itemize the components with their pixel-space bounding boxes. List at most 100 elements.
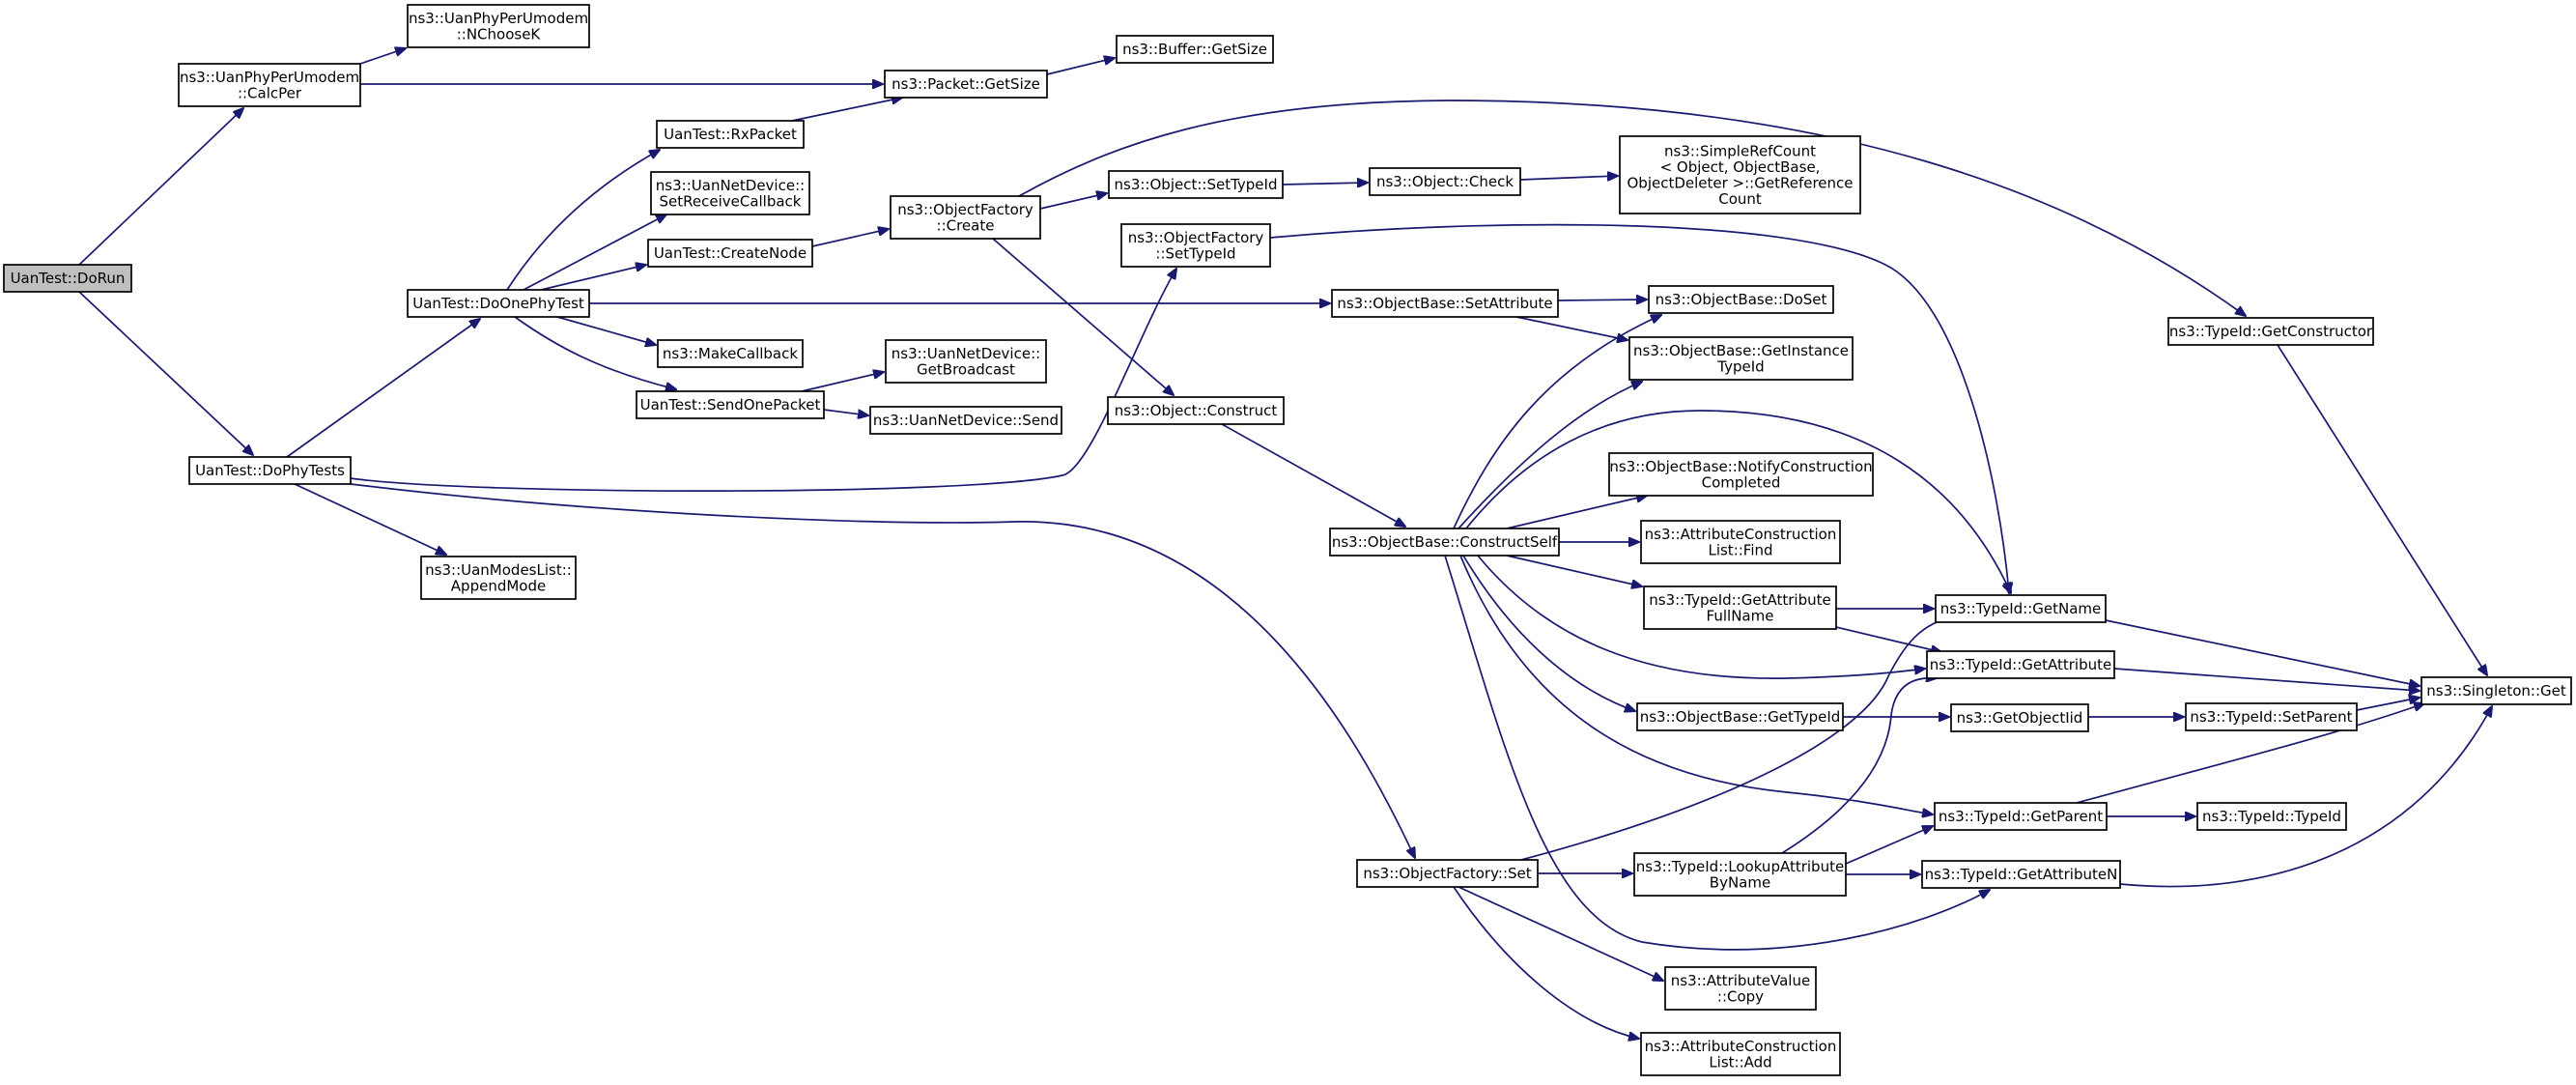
edge-ofset-to-acladd	[1453, 886, 1639, 1039]
node-objcheck[interactable]: ns3::Object::Check	[1369, 167, 1521, 196]
node-tidtypeid[interactable]: ns3::TypeId::TypeId	[2196, 802, 2347, 831]
node-packetgetsize[interactable]: ns3::Packet::GetSize	[884, 70, 1048, 99]
node-tidgetconstructor[interactable]: ns3::TypeId::GetConstructor	[2167, 317, 2374, 346]
node-nchoosek[interactable]: ns3::UanPhyPerUmodem::NChooseK	[407, 4, 590, 48]
node-setreceivecallback[interactable]: ns3::UanNetDevice::SetReceiveCallback	[650, 171, 810, 215]
node-calcper[interactable]: ns3::UanPhyPerUmodem::CalcPer	[178, 63, 361, 107]
edge-createnode-to-ofcreate	[811, 229, 889, 247]
node-label: ns3::Object::Construct	[1115, 402, 1278, 419]
edge-ofset-to-avcopy	[1458, 886, 1663, 981]
edge-layer	[78, 48, 2492, 1039]
node-label: Completed	[1702, 473, 1781, 491]
node-box	[1640, 520, 1841, 564]
node-tidgetattribute[interactable]: ns3::TypeId::GetAttribute	[1926, 650, 2115, 679]
node-ofset[interactable]: ns3::ObjectFactory::Set	[1356, 859, 1539, 888]
node-label: ns3::AttributeConstruction	[1645, 526, 1837, 543]
node-box	[2167, 317, 2374, 346]
node-box	[1643, 585, 1837, 630]
node-label: ns3::ObjectBase::NotifyConstruction	[1609, 458, 1872, 475]
node-label: ns3::GetObjectIid	[1957, 709, 2083, 727]
node-getobjectiid[interactable]: ns3::GetObjectIid	[1950, 703, 2089, 732]
node-box	[1619, 135, 1861, 214]
node-label: ::NChooseK	[457, 25, 542, 43]
edge-tidlookupattr-to-tidgetattribute	[1781, 678, 1937, 854]
edge-dophytests-to-appendmode	[294, 483, 446, 555]
node-objsettypeid[interactable]: ns3::Object::SetTypeId	[1108, 170, 1284, 199]
node-dophytests[interactable]: UanTest::DoPhyTests	[188, 456, 352, 485]
node-tidsetparent[interactable]: ns3::TypeId::SetParent	[2185, 702, 2358, 731]
node-box	[188, 456, 352, 485]
node-label: Count	[1718, 190, 1762, 208]
node-box	[1633, 852, 1847, 897]
node-label: UanTest::DoOnePhyTest	[412, 295, 584, 312]
node-ofsettypeid[interactable]: ns3::ObjectFactory::SetTypeId	[1120, 223, 1271, 268]
node-box	[1108, 170, 1284, 199]
node-label: ns3::ObjectBase::ConstructSelf	[1332, 533, 1558, 551]
node-box	[656, 120, 805, 149]
node-buffergetsize[interactable]: ns3::Buffer::GetSize	[1116, 35, 1274, 64]
node-label: ns3::TypeId::LookupAttribute	[1636, 858, 1844, 875]
node-sendonepacket[interactable]: UanTest::SendOnePacket	[636, 390, 825, 419]
node-objconstruct[interactable]: ns3::Object::Construct	[1107, 396, 1285, 425]
node-avcopy[interactable]: ns3::AttributeValue::Copy	[1664, 966, 1817, 1011]
node-obgettypeid[interactable]: ns3::ObjectBase::GetTypeId	[1636, 702, 1844, 731]
node-tidgetname[interactable]: ns3::TypeId::GetName	[1935, 594, 2107, 623]
node-label: ns3::ObjectFactory::Set	[1363, 865, 1531, 882]
node-appendmode[interactable]: ns3::UanModesList::AppendMode	[420, 556, 577, 600]
edge-obconstructself-to-tidgetname	[1465, 410, 2011, 593]
node-label: ns3::UanPhyPerUmodem	[409, 10, 588, 27]
node-simplerefcount[interactable]: ns3::SimpleRefCount< Object, ObjectBase,…	[1619, 135, 1861, 214]
node-box	[178, 63, 361, 107]
node-getbroadcast[interactable]: ns3::UanNetDevice::GetBroadcast	[885, 339, 1047, 384]
node-label: ::SetTypeId	[1155, 244, 1235, 262]
edge-obconstructself-to-obgettypeid	[1462, 555, 1635, 711]
node-box	[2185, 702, 2358, 731]
node-rxpacket[interactable]: UanTest::RxPacket	[656, 120, 805, 149]
node-label: ns3::Object::SetTypeId	[1115, 176, 1278, 193]
node-box	[1120, 223, 1271, 268]
node-obconstructself[interactable]: ns3::ObjectBase::ConstructSelf	[1329, 528, 1560, 557]
node-ofcreate[interactable]: ns3::ObjectFactory::Create	[890, 195, 1041, 240]
edge-doonephytest-to-setreceivecallback	[523, 214, 666, 291]
node-box	[1926, 650, 2115, 679]
edge-rxpacket-to-packetgetsize	[791, 98, 902, 122]
node-label: ns3::UanNetDevice::Send	[873, 412, 1059, 429]
edge-tidlookupattr-to-tidgetparent	[1845, 826, 1933, 865]
node-label: ns3::TypeId::GetAttribute	[1649, 591, 1830, 609]
edge-sendonepacket-to-netdevsend	[823, 409, 868, 415]
node-box	[420, 556, 577, 600]
edge-doonephytest-to-makecallback	[556, 316, 656, 345]
node-singletonget[interactable]: ns3::Singleton::Get	[2420, 676, 2572, 705]
node-obsetattribute[interactable]: ns3::ObjectBase::SetAttribute	[1331, 289, 1559, 318]
edge-tidgetparent-to-singletonget	[2076, 703, 2424, 804]
node-makecallback[interactable]: ns3::MakeCallback	[657, 339, 804, 368]
node-box	[884, 70, 1048, 99]
node-doonephytest[interactable]: UanTest::DoOnePhyTest	[407, 289, 590, 318]
node-obnotify[interactable]: ns3::ObjectBase::NotifyConstructionCompl…	[1608, 452, 1874, 497]
edge-tidgetattribute-to-singletonget	[2113, 668, 2420, 691]
node-label: UanTest::DoPhyTests	[195, 462, 345, 479]
node-label: ns3::UanNetDevice::	[656, 177, 805, 194]
node-label: ns3::UanModesList::	[425, 561, 572, 579]
node-obdoset[interactable]: ns3::ObjectBase::DoSet	[1648, 285, 1834, 314]
node-createnode[interactable]: UanTest::CreateNode	[647, 239, 813, 268]
node-tidgetattributen[interactable]: ns3::TypeId::GetAttributeN	[1921, 860, 2121, 889]
node-tidgetparent[interactable]: ns3::TypeId::GetParent	[1934, 802, 2108, 831]
node-box	[885, 339, 1047, 384]
edge-objconstruct-to-obconstructself	[1221, 423, 1405, 527]
node-label: GetBroadcast	[917, 360, 1015, 378]
edge-ofset-to-tidgetname	[1520, 615, 1961, 861]
edge-obconstructself-to-tidgetattrfullname	[1506, 555, 1642, 586]
node-label: UanTest::SendOnePacket	[640, 396, 821, 414]
node-box	[407, 289, 590, 318]
node-box	[1950, 703, 2089, 732]
node-netdevsend[interactable]: ns3::UanNetDevice::Send	[869, 406, 1062, 435]
node-dorun[interactable]: UanTest::DoRun	[3, 264, 132, 293]
node-label: List::Add	[1709, 1053, 1771, 1071]
node-box	[1935, 594, 2107, 623]
